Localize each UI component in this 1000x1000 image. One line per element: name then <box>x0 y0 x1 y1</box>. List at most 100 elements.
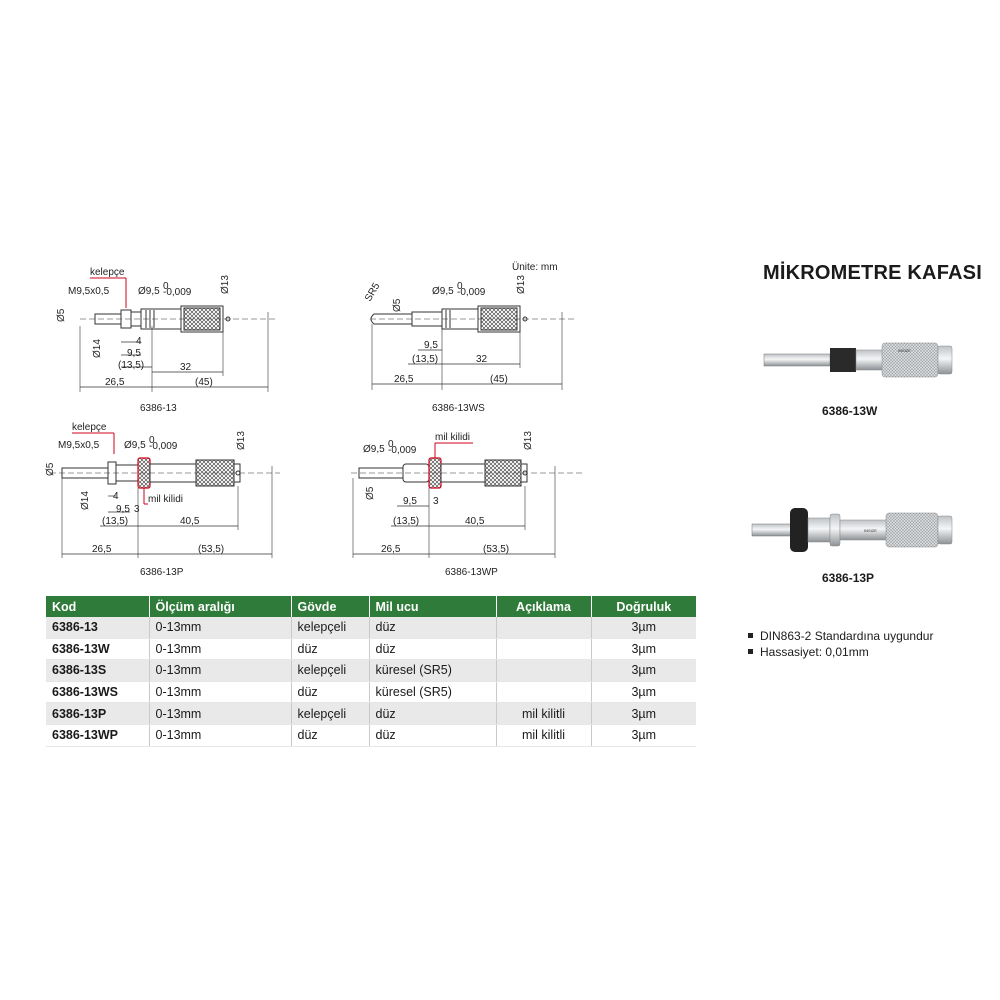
dim-9-5: 9,5 <box>424 340 438 351</box>
dim-13-5: (13,5) <box>393 516 419 527</box>
bullet-icon <box>748 649 753 655</box>
header-desc: Açıklama <box>496 596 592 617</box>
dim-13-5: (13,5) <box>102 516 128 527</box>
dim-9-5: 9,5 <box>116 504 130 515</box>
label-dia5: Ø5 <box>365 486 376 500</box>
cell-desc: mil kilitli <box>496 724 592 747</box>
notes-list: DIN863-2 Standardına uygundur Hassasiyet… <box>748 628 933 660</box>
cell-tip: düz <box>369 638 497 661</box>
table-row: 6386-13WP 0-13mm düz düz mil kilitli 3µm <box>46 724 696 747</box>
cell-range: 0-13mm <box>149 617 292 639</box>
caption-6386-13WS: 6386-13WS <box>432 403 485 414</box>
header-body: Gövde <box>291 596 370 617</box>
header-range: Ölçüm aralığı <box>149 596 292 617</box>
dim-32: 32 <box>180 362 192 373</box>
dim-53-5: (53,5) <box>198 544 224 555</box>
cell-code: 6386-13P <box>46 702 150 725</box>
label-lock: mil kilidi <box>435 432 470 443</box>
cell-body: kelepçeli <box>291 617 370 639</box>
cell-desc: mil kilitli <box>496 702 592 725</box>
svg-text:INSIZE: INSIZE <box>898 348 911 353</box>
cell-range: 0-13mm <box>149 702 292 725</box>
cell-tip: düz <box>369 724 497 747</box>
label-clamp: kelepçe <box>90 267 125 278</box>
spec-table: Kod Ölçüm aralığı Gövde Mil ucu Açıklama… <box>46 596 696 747</box>
label-clamp: kelepçe <box>72 422 107 433</box>
dim-26-5: 26,5 <box>381 544 401 555</box>
dim-4: 4 <box>136 336 142 347</box>
dim-26-5: 26,5 <box>92 544 112 555</box>
cell-range: 0-13mm <box>149 638 292 661</box>
dim-13-5: (13,5) <box>412 354 438 365</box>
cell-tip: düz <box>369 702 497 725</box>
micrometer-head-plain-icon: INSIZE <box>762 330 962 395</box>
label-tol: -0,009 <box>388 445 417 456</box>
table-row: 6386-13W 0-13mm düz düz 3µm <box>46 638 696 661</box>
label-tol: -0,009 <box>457 287 486 298</box>
dim-40-5: 40,5 <box>465 516 485 527</box>
photo-caption-6386-13W: 6386-13W <box>822 404 878 418</box>
label-dia-spindle: Ø9,5 <box>432 286 454 297</box>
photo-caption-6386-13P: 6386-13P <box>822 571 875 585</box>
note-text: DIN863-2 Standardına uygundur <box>760 629 934 643</box>
cell-range: 0-13mm <box>149 724 292 747</box>
note-text: Hassasiyet: 0,01mm <box>760 645 869 659</box>
header-kod: Kod <box>46 596 150 617</box>
label-tol: -0,009 <box>163 287 192 298</box>
label-dia13: Ø13 <box>236 431 247 450</box>
label-tol-top: 0 <box>457 281 463 292</box>
cell-code: 6386-13WP <box>46 724 150 747</box>
drawing-6386-13WS: SR5 Ø5 Ø9,5 0 -0,009 Ø13 9,5 (13,5) 32 2… <box>350 262 590 412</box>
dim-3: 3 <box>134 504 140 515</box>
label-dia5: Ø5 <box>56 308 67 322</box>
dim-45: (45) <box>490 374 508 385</box>
cell-desc <box>496 617 592 639</box>
label-dia14: Ø14 <box>80 491 91 510</box>
header-accuracy: Doğruluk <box>591 596 696 617</box>
note-item: DIN863-2 Standardına uygundur <box>748 628 933 644</box>
caption-6386-13: 6386-13 <box>140 403 177 414</box>
dim-32: 32 <box>476 354 488 365</box>
label-dia5: Ø5 <box>392 298 403 312</box>
table-header-row: Kod Ölçüm aralığı Gövde Mil ucu Açıklama… <box>46 596 696 617</box>
caption-6386-13P: 6386-13P <box>140 567 184 578</box>
table-row: 6386-13P 0-13mm kelepçeli düz mil kilitl… <box>46 702 696 725</box>
dim-40-5: 40,5 <box>180 516 200 527</box>
cell-accuracy: 3µm <box>591 659 696 682</box>
label-tol-top: 0 <box>163 281 169 292</box>
label-dia-spindle: Ø9,5 <box>124 440 146 451</box>
cell-range: 0-13mm <box>149 659 292 682</box>
cell-code: 6386-13 <box>46 617 150 639</box>
dim-9-5: 9,5 <box>127 348 141 359</box>
label-thread: M9,5x0,5 <box>68 286 110 297</box>
label-lock: mil kilidi <box>148 494 183 505</box>
label-thread: M9,5x0,5 <box>58 440 100 451</box>
dim-9-5: 9,5 <box>403 496 417 507</box>
cell-accuracy: 3µm <box>591 617 696 639</box>
label-sr5: SR5 <box>363 281 382 304</box>
header-tip: Mil ucu <box>369 596 497 617</box>
label-dia13: Ø13 <box>523 431 534 450</box>
cell-accuracy: 3µm <box>591 724 696 747</box>
label-dia13: Ø13 <box>516 275 527 294</box>
bullet-icon <box>748 633 753 639</box>
cell-body: düz <box>291 724 370 747</box>
cell-tip: küresel (SR5) <box>369 659 497 682</box>
label-dia13: Ø13 <box>220 275 231 294</box>
cell-range: 0-13mm <box>149 681 292 704</box>
cell-code: 6386-13S <box>46 659 150 682</box>
micrometer-head-lock-icon: INSIZE <box>750 500 970 565</box>
dim-26-5: 26,5 <box>394 374 414 385</box>
cell-body: düz <box>291 681 370 704</box>
cell-body: kelepçeli <box>291 659 370 682</box>
cell-code: 6386-13W <box>46 638 150 661</box>
label-dia14: Ø14 <box>92 339 103 358</box>
unit-note: Ünite: mm <box>512 262 558 273</box>
svg-text:INSIZE: INSIZE <box>864 528 877 533</box>
drawing-6386-13WP: mil kilidi Ø9,5 0 -0,009 Ø13 Ø5 9,5 3 (1… <box>345 418 595 568</box>
label-dia5: Ø5 <box>45 462 56 476</box>
cell-desc <box>496 638 592 661</box>
label-dia-spindle: Ø9,5 <box>363 444 385 455</box>
cell-accuracy: 3µm <box>591 681 696 704</box>
table-row: 6386-13 0-13mm kelepçeli düz 3µm <box>46 617 696 639</box>
